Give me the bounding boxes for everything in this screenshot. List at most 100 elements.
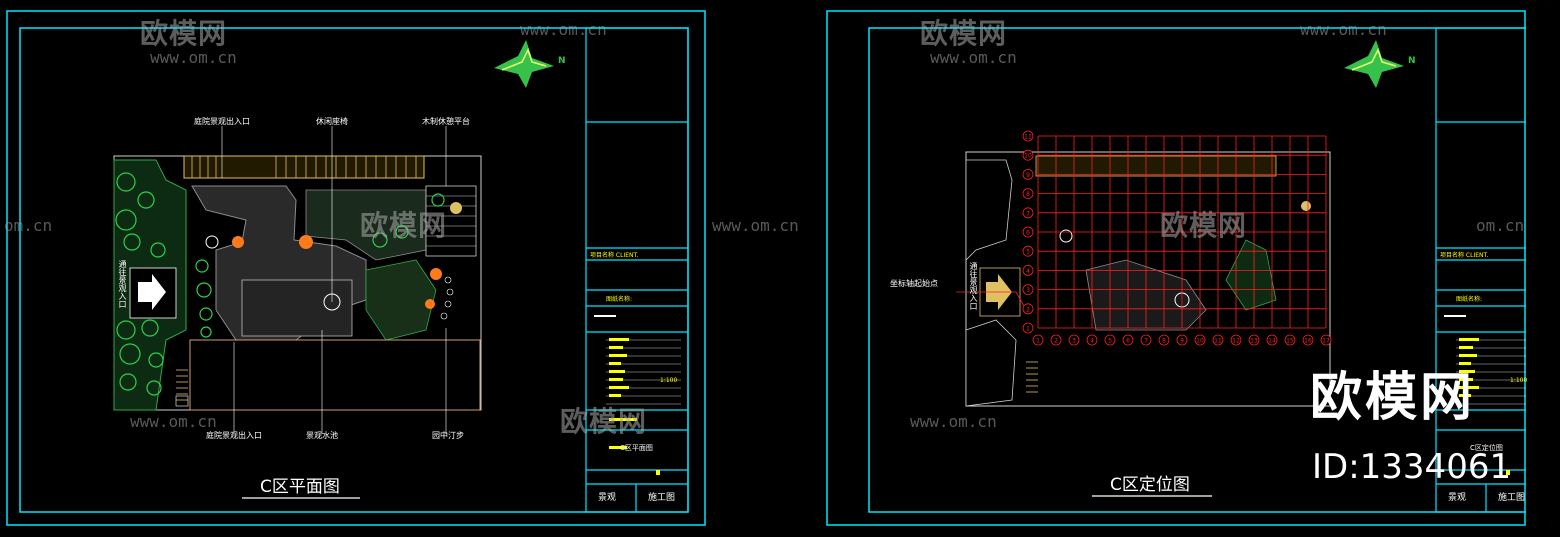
- grid-col-bubble: [1032, 334, 1044, 346]
- grid-row-label: 9: [1026, 172, 1030, 179]
- inner-frame: [868, 27, 1526, 513]
- north-label: N: [1408, 56, 1416, 66]
- grid-row-label: 11: [1024, 134, 1032, 141]
- grid-col-label: 11: [1214, 338, 1222, 345]
- tb-project: 项目名称 CLIENT.: [1440, 252, 1489, 259]
- grid-col-label: 6: [1126, 338, 1130, 345]
- tb-drawing-name: 图纸名称:: [1456, 296, 1483, 303]
- grid-col-label: 13: [1250, 338, 1258, 345]
- callout-entrance-side: 通往景观入口: [118, 260, 127, 308]
- watermark-url: www.om.cn: [130, 412, 217, 431]
- grid-col-label: 9: [1180, 338, 1184, 345]
- grid-row-bubble: [1022, 149, 1034, 161]
- site-plan-right: [956, 151, 1331, 407]
- grid-row-bubble: [1022, 168, 1034, 180]
- grid-col-label: 3: [1072, 338, 1076, 345]
- grid-row-bubble: [1022, 130, 1034, 142]
- watermark-url: www.om.cn: [910, 412, 997, 431]
- grid-col-label: 12: [1232, 338, 1240, 345]
- grid-row-label: 1: [1026, 326, 1030, 333]
- outer-frame: [826, 10, 1526, 526]
- watermark-url: www.om.cn: [712, 216, 799, 235]
- tb-stage: 施工图: [648, 493, 676, 503]
- site-plan-left: [113, 126, 482, 434]
- grid-row-bubble: [1022, 303, 1034, 315]
- grid-col-bubble: [1194, 334, 1206, 346]
- sheet-title-left: C区平面图: [260, 477, 340, 497]
- north-label: N: [558, 56, 566, 66]
- watermark-url: www.om.cn: [150, 48, 237, 67]
- callout-stepping-stones: 园中汀步: [432, 431, 464, 440]
- grid-col-label: 2: [1054, 338, 1058, 345]
- grid-col-bubble: [1068, 334, 1080, 346]
- grid-row-label: 3: [1026, 287, 1030, 294]
- grid-col-label: 5: [1108, 338, 1112, 345]
- tb-sheet-name: C区定位图: [1470, 444, 1503, 452]
- watermark-url: www.om.cn: [1300, 20, 1387, 39]
- watermark-brand: 欧模网: [1160, 209, 1248, 242]
- grid-col-label: 15: [1286, 338, 1294, 345]
- sheet-title-right: C区定位图: [1110, 475, 1190, 495]
- tb-discipline: 景观: [1448, 493, 1467, 503]
- grid-col-bubble: [1122, 334, 1134, 346]
- grid-row-label: 2: [1026, 306, 1030, 313]
- callout-top-entrance: 庭院景观出入口: [194, 117, 250, 126]
- grid-row-bubble: [1022, 207, 1034, 219]
- grid-col-bubble: [1284, 334, 1296, 346]
- watermark-brand: 欧模网: [360, 209, 448, 242]
- grid-col-bubble: [1212, 334, 1224, 346]
- tb-project: 项目名称 CLIENT.: [590, 252, 639, 259]
- model-id: ID:1334061: [1312, 447, 1512, 487]
- plan-sheet-left: N 庭院景观出入口 休闲座椅 木制休憩平台 通往景观入口 庭院景观出入口 景观水…: [6, 10, 706, 526]
- callout-bottom-entrance: 庭院景观出入口: [206, 431, 262, 440]
- outer-frame: [6, 10, 706, 526]
- grid-col-label: 1: [1036, 338, 1040, 345]
- watermark-brand: 欧模网: [920, 17, 1008, 50]
- grid-row-bubble: [1022, 245, 1034, 257]
- grid-col-bubble: [1086, 334, 1098, 346]
- tb-scale: 1:100: [1510, 377, 1528, 384]
- grid-row-label: 6: [1026, 230, 1030, 237]
- tb-stage: 施工图: [1498, 493, 1526, 503]
- grid-row-bubble: [1022, 264, 1034, 276]
- grid-col-bubble: [1050, 334, 1062, 346]
- grid-row-label: 5: [1026, 249, 1030, 256]
- grid-col-bubble: [1176, 334, 1188, 346]
- callout-entrance-side: 通往景观入口: [969, 262, 978, 310]
- tb-sheet-name: C区平面图: [620, 444, 653, 452]
- grid-col-bubble: [1104, 334, 1116, 346]
- watermark-url: om.cn: [4, 216, 53, 235]
- grid-col-label: 10: [1196, 338, 1204, 345]
- grid-col-bubble: [1230, 334, 1242, 346]
- callout-grid-origin: 坐标轴起始点: [890, 279, 938, 288]
- grid-col-bubble: [1140, 334, 1152, 346]
- brand-logo-text: 欧模网: [1310, 368, 1476, 428]
- north-arrow: [1344, 40, 1404, 88]
- grid-row-label: 7: [1026, 210, 1030, 217]
- north-arrow: [494, 40, 554, 88]
- grid-col-label: 14: [1268, 338, 1276, 345]
- grid-col-label: 4: [1090, 338, 1094, 345]
- title-block: [585, 27, 689, 513]
- grid-row-label: 8: [1026, 191, 1030, 198]
- watermark-url: www.om.cn: [520, 20, 607, 39]
- grid-col-bubble: [1266, 334, 1278, 346]
- tb-drawing-name: 图纸名称:: [606, 296, 633, 303]
- title-block: [1435, 27, 1526, 513]
- grid-col-bubble: [1248, 334, 1260, 346]
- tb-discipline: 景观: [598, 493, 617, 503]
- grid-col-bubble: [1320, 334, 1332, 346]
- grid-col-label: 7: [1144, 338, 1148, 345]
- plan-drawing-left: [6, 10, 706, 526]
- grid-row-bubble: [1022, 284, 1034, 296]
- tb-scale: 1:100: [660, 377, 678, 384]
- callout-pool: 景观水池: [306, 431, 338, 440]
- grid-col-bubble: [1302, 334, 1314, 346]
- grid-row-label: 10: [1024, 153, 1032, 160]
- watermark-url: www.om.cn: [930, 48, 1017, 67]
- grid-row-label: 4: [1026, 268, 1030, 275]
- callout-bench: 休闲座椅: [316, 117, 348, 126]
- grid-row-bubble: [1022, 188, 1034, 200]
